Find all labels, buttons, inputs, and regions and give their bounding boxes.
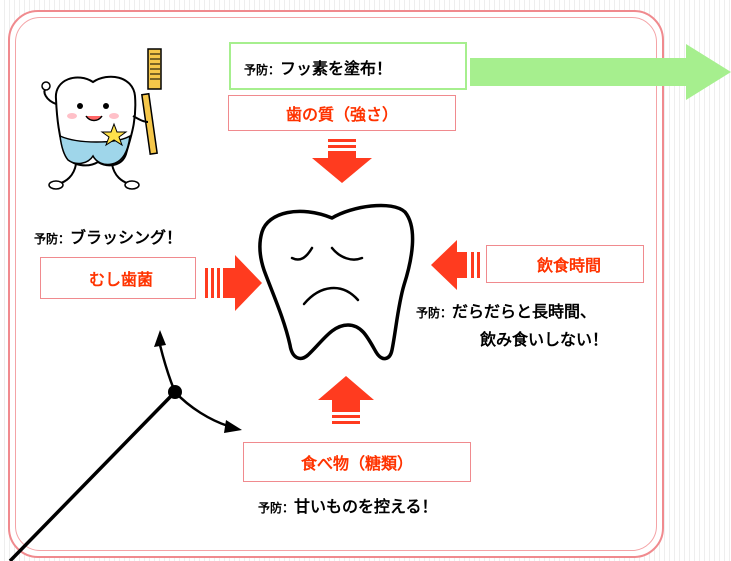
factor-tooth-quality: 歯の質（強さ）	[228, 95, 456, 131]
factor-food-label: 食べ物（糖類）	[300, 454, 413, 473]
right-arrow	[205, 255, 262, 311]
sad-tooth-icon	[258, 203, 415, 361]
cursor-pointer-icon	[8, 330, 242, 561]
down-arrow	[312, 139, 372, 183]
toothbrush-mascot-icon	[38, 44, 168, 196]
fluoride-arrow	[470, 44, 731, 100]
up-arrow	[318, 376, 374, 424]
factor-eating-time-label: 飲食時間	[537, 256, 602, 275]
fluoride-prevention-text: 予防：フッ素を塗布！	[244, 59, 393, 78]
diagram-panel-inner-border	[15, 17, 657, 551]
factor-bacteria-label: むし歯菌	[89, 270, 154, 289]
factor-food: 食べ物（糖類）	[243, 442, 471, 482]
eating-prevention-text-line1: 予防：だらだらと長時間、	[416, 302, 597, 321]
factor-bacteria: むし歯菌	[40, 257, 196, 299]
factor-tooth-quality-label: 歯の質（強さ）	[285, 105, 398, 124]
fluoride-prevention-box	[229, 42, 467, 90]
sugar-prevention-text: 予防：甘いものを控える！	[258, 497, 438, 516]
eating-prevention-text-line2: 飲み食いしない！	[480, 330, 609, 349]
brushing-prevention-text: 予防：ブラッシング！	[34, 228, 183, 247]
factor-eating-time: 飲食時間	[486, 245, 644, 283]
left-arrow	[431, 240, 480, 290]
